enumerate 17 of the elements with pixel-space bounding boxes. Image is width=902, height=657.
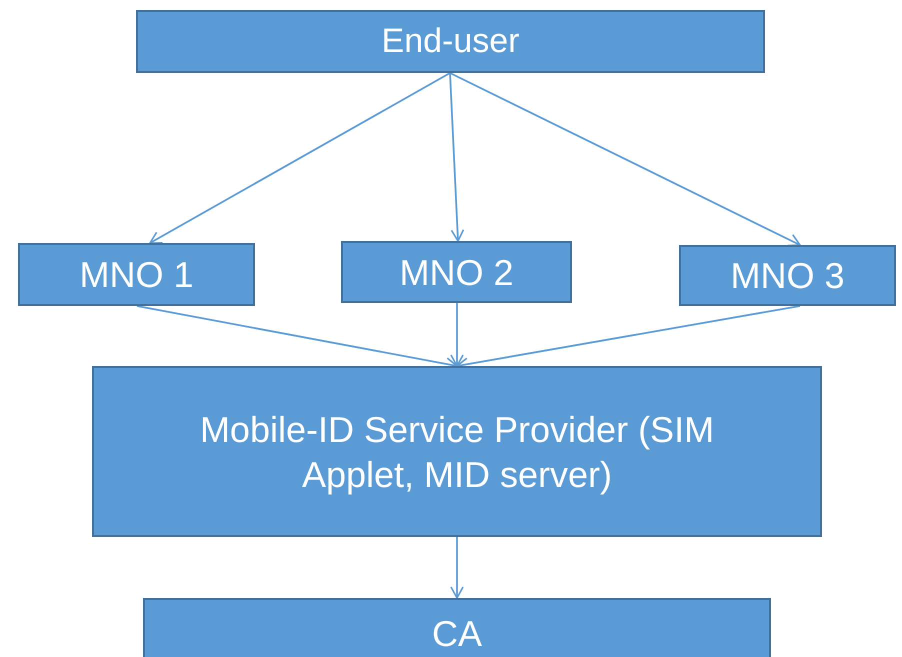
process-box (136, 10, 765, 73)
process-box (341, 241, 572, 303)
box-label: MNO 1 (79, 253, 194, 297)
process-box (679, 245, 896, 306)
arrow (149, 72, 450, 244)
arrow (450, 72, 801, 246)
process-box (143, 598, 771, 657)
box-label: MNO 3 (730, 254, 844, 298)
box-label: Mobile-ID Service Provider (SIM Applet, MID server) (198, 408, 716, 496)
process-box (92, 366, 822, 537)
arrow (450, 537, 464, 599)
arrow (450, 303, 464, 367)
box-label: MNO 2 (399, 250, 514, 294)
box-label: End-user (382, 21, 520, 62)
arrow (449, 72, 464, 242)
box-label: CA (432, 612, 482, 656)
process-box (18, 243, 255, 306)
